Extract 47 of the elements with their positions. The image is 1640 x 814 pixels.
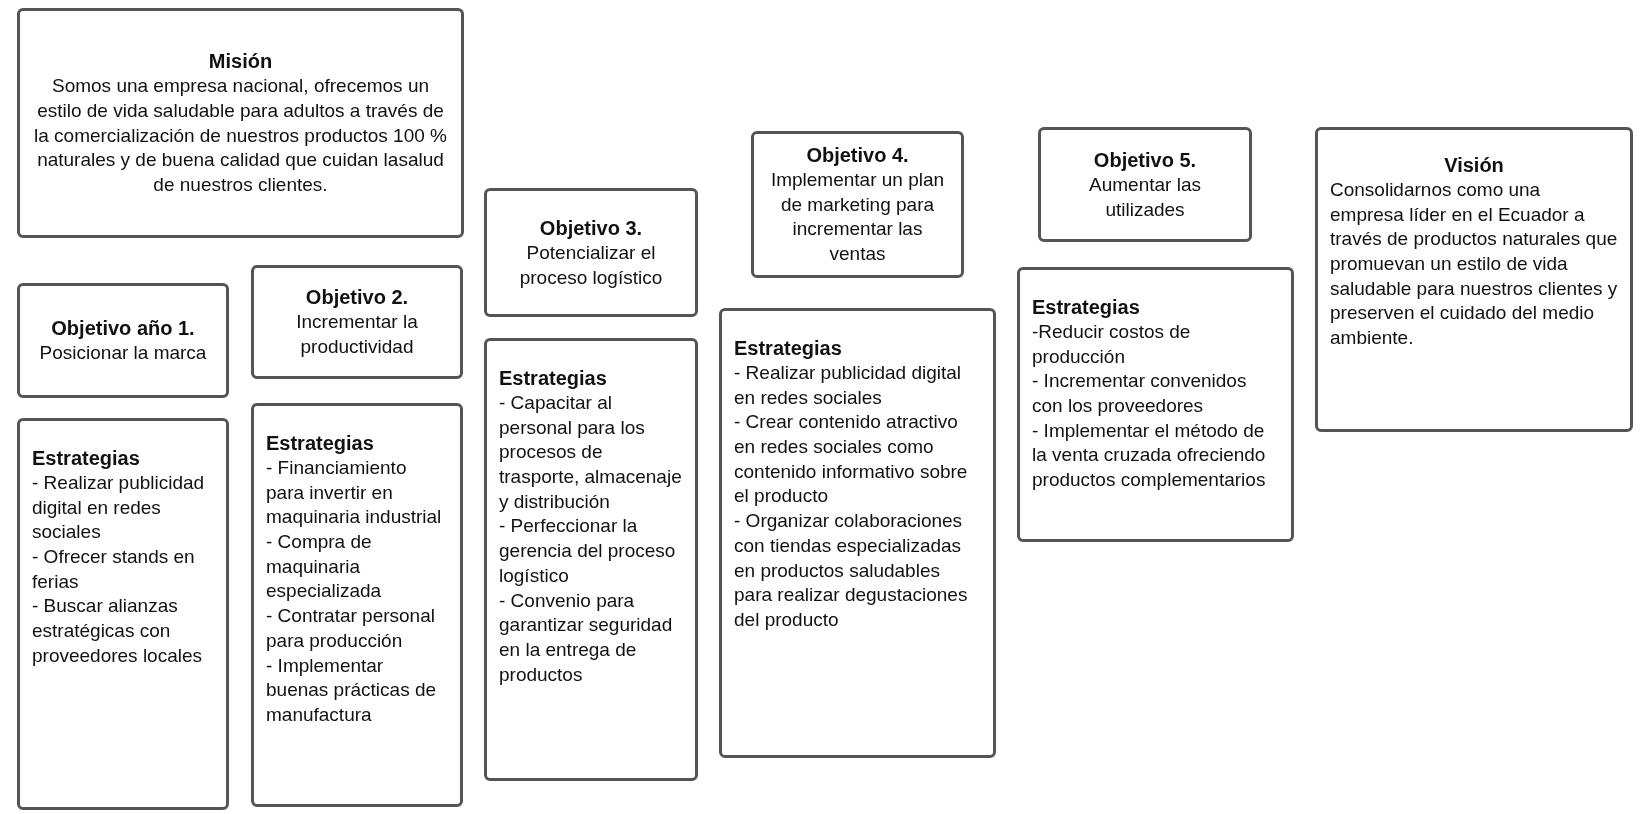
text-box [751,131,964,278]
text-box [17,283,229,398]
box-heading: Objetivo 3. [538,215,644,241]
box-text: Aumentar las utilizades [1088,172,1202,222]
strategy-item: - Implementar buenas prácticas de manufactura [266,653,438,727]
strategy-item: - Perfeccionar la gerencia del proceso logístico [499,514,677,588]
strategy-item: - Realizar publicidad digital en redes sociales [734,361,963,410]
box-heading: Objetivo 4. [805,143,910,168]
text-box [719,308,996,758]
box-text: Consolidarnos como una empresa líder en el Ecuador a través de productos naturales que promuevan un estilo de vida saludable para nuestros clientes y preserven el cuidado del medio ambiente. [1330,178,1618,351]
text-box [1315,127,1633,432]
strategy-item: - Crear contenido atractivo en redes sociales como contenido informativo sobre el producto [734,410,969,509]
strategy-item: -Reducir costos de producción [1032,320,1192,369]
box-heading: Misión [207,49,274,75]
strategy-item: - Capacitar al personal para los procesos de trasporte, almacenaje y distribución [499,391,683,514]
box-text: Somos una empresa nacional, ofrecemos un estilo de vida saludable para adultos a través de la comercialización de nuestros productos 100 % naturales y de buena calidad que cuidan lasalud de nuestros clientes. [33,74,448,198]
box-text: Incrementar la productividad [295,310,419,359]
box-text: Potencializar el proceso logístico [518,240,664,290]
text-box [17,418,229,810]
box-heading: Estrategias [266,431,375,456]
text-box [251,403,463,807]
box-heading: Estrategias [499,366,608,391]
box-heading: Objetivo 5. [1092,147,1198,173]
box-text: Posicionar la marca [38,341,208,366]
box-heading: Estrategias [734,336,843,361]
box-text: Implementar un plan de marketing para incrementar las ventas [769,168,946,267]
strategy-item: - Convenio para garantizar seguridad en la entrega de productos [499,588,674,687]
strategy-item: - Incrementar convenidos con los proveedores [1032,369,1248,419]
text-box [1017,267,1294,542]
strategy-item: - Compra de maquinaria especializada [266,530,383,604]
strategy-item: - Contratar personal para producción [266,604,436,653]
box-heading: Objetivo año 1. [50,316,196,342]
text-box [1038,127,1252,242]
strategy-item: - Buscar alianzas estratégicas con proveedores locales [32,594,204,668]
text-box [484,188,698,317]
text-box [484,338,698,781]
strategy-item: - Organizar colaboraciones con tiendas especializadas en productos saludables para realizar degustaciones del producto [734,509,969,632]
strategy-item: - Implementar el método de la venta cruzada ofreciendo productos complementarios [1032,418,1267,493]
box-heading: Visión [1443,153,1505,178]
box-heading: Objetivo 2. [304,285,410,311]
text-box [17,8,464,238]
box-heading: Estrategias [1032,295,1141,320]
strategy-item: - Realizar publicidad digital en redes sociales [32,471,206,545]
text-box [251,265,463,379]
box-heading: Estrategias [32,446,141,471]
strategy-item: - Financiamiento para invertir en maquinaria industrial [266,456,443,530]
strategy-item: - Ofrecer stands en ferias [32,545,196,594]
